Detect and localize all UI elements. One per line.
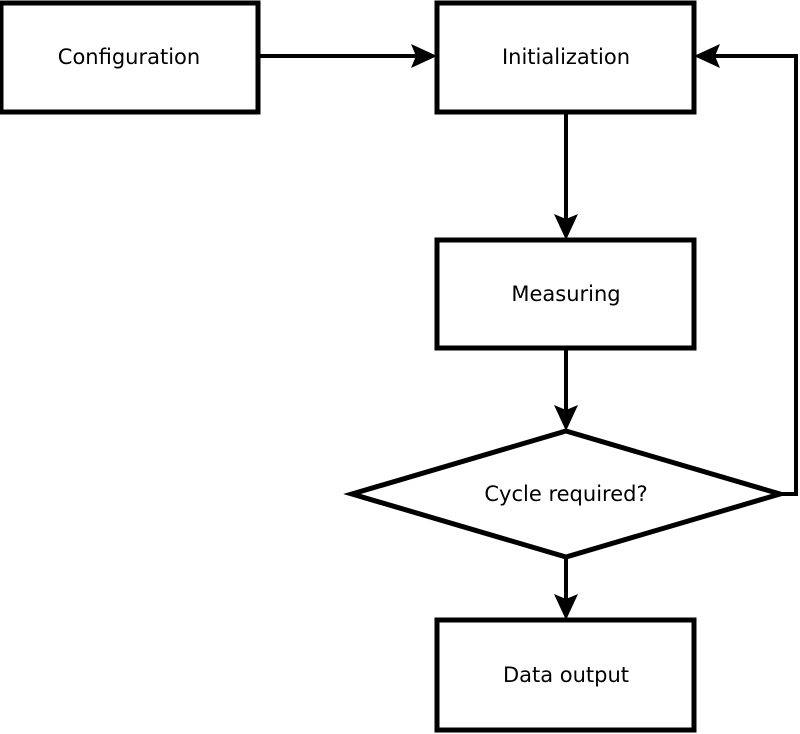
data-output-box[interactable]: [434, 617, 697, 733]
arrow-head-down: [554, 405, 578, 431]
measuring-label: Measuring: [511, 282, 620, 306]
node-initialization[interactable]: Initialization: [434, 0, 697, 115]
edge-cycle-required-to-data-output: [554, 557, 578, 620]
node-data-output[interactable]: Data output: [434, 617, 697, 733]
configuration-label: Configuration: [58, 45, 200, 69]
initialization-label: Initialization: [502, 45, 630, 69]
arrow-head-down: [554, 594, 578, 620]
node-measuring[interactable]: Measuring: [434, 237, 697, 351]
data-output-label: Data output: [503, 663, 629, 687]
configuration-box[interactable]: [0, 0, 261, 115]
edge-cycle-required-to-initialization-loop: [694, 44, 798, 496]
edge-configuration-to-initialization: [258, 44, 437, 68]
cycle-required-diamond[interactable]: [343, 428, 789, 560]
measuring-box[interactable]: [434, 237, 697, 351]
cycle-required-label: Cycle required?: [484, 482, 647, 506]
edge-measuring-to-cycle-required: [554, 348, 578, 431]
node-configuration[interactable]: Configuration: [0, 0, 261, 115]
edge-initialization-to-measuring: [554, 112, 578, 240]
arrow-head-down: [554, 214, 578, 240]
arrow-head-left: [694, 44, 720, 68]
initialization-box[interactable]: [434, 0, 697, 115]
node-cycle-required[interactable]: Cycle required?: [343, 428, 789, 560]
arrow-head-right: [411, 44, 437, 68]
edge-line: [704, 54, 798, 496]
